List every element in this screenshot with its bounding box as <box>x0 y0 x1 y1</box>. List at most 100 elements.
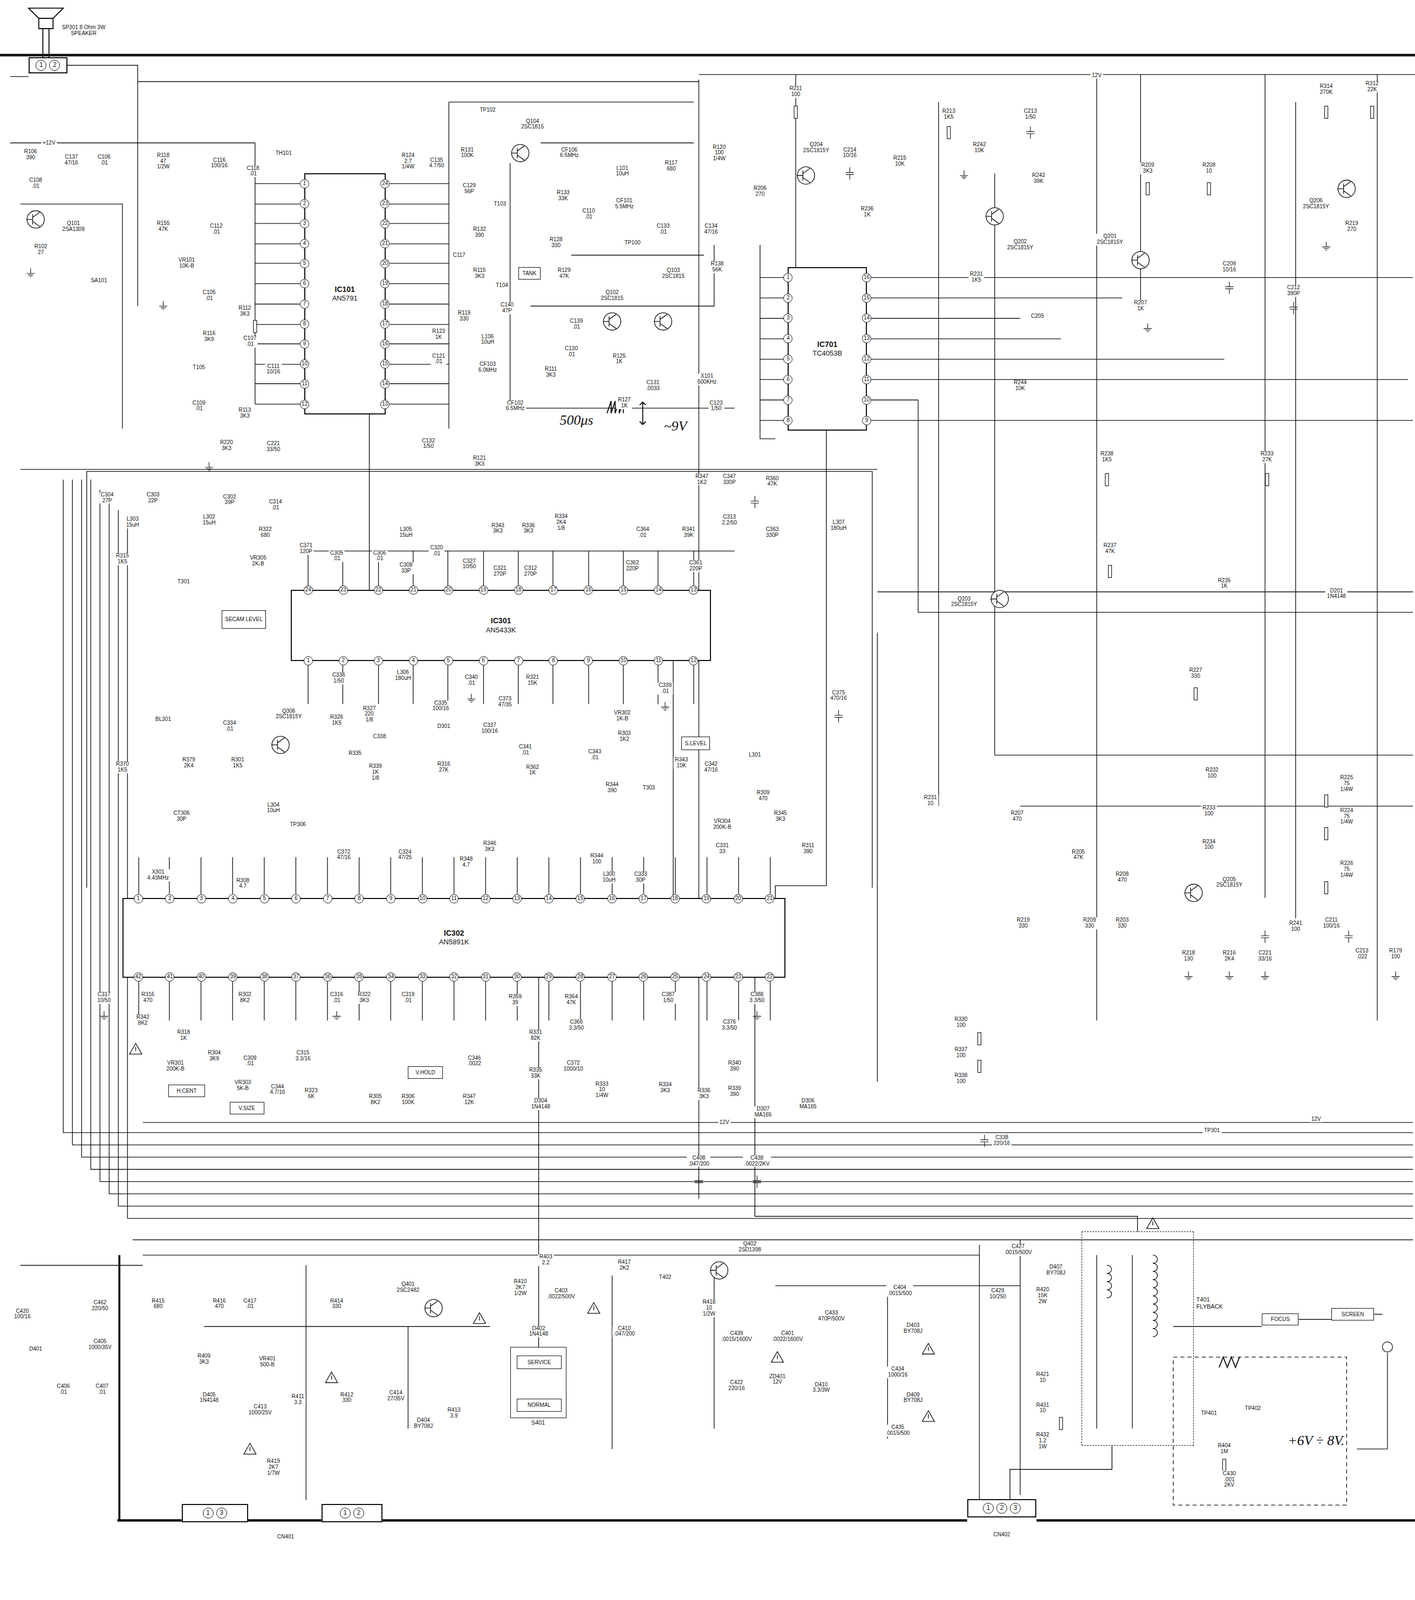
box-label: S.LEVEL <box>684 740 707 747</box>
component-label: R347 1K2 <box>694 473 710 486</box>
pin-number: 20 <box>380 258 390 269</box>
pin-number: 11 <box>653 655 663 666</box>
pin-number: 22 <box>373 585 384 595</box>
ground-symbol <box>960 170 969 179</box>
pin-number: 22 <box>380 219 390 229</box>
component-label: X301 4.43MHz <box>145 869 171 882</box>
box-label: SCREEN <box>1341 1310 1365 1317</box>
component-label: TP306 <box>288 821 308 827</box>
capacitor-symbol <box>1344 930 1353 943</box>
pin-number: 18 <box>380 299 390 309</box>
frame-line <box>118 1254 121 1521</box>
component-label: R111 3K3 <box>543 366 559 379</box>
component-label: R431 10 <box>1034 1402 1051 1414</box>
wire <box>760 244 784 439</box>
component-label: R339 1K 1/8 <box>367 763 384 781</box>
component-label: C406 .01 <box>55 1383 72 1396</box>
transistor-symbol <box>796 166 815 184</box>
wire <box>305 550 735 586</box>
component-label: T103 <box>492 201 508 208</box>
ground-symbol <box>1322 241 1331 250</box>
component-label: R203 330 <box>1114 917 1131 930</box>
component-label: R413 3.9 <box>446 1406 462 1419</box>
component-label: R403 2.2 <box>537 1254 554 1267</box>
pin-number: 5 <box>299 258 310 269</box>
component-label: C373 47/35 <box>496 695 514 708</box>
warning-symbol <box>587 1302 600 1314</box>
component-label: C140 47P <box>498 302 515 314</box>
pin-number: 33 <box>418 972 428 982</box>
warning-symbol <box>1146 1217 1160 1229</box>
box-label: V.SIZE <box>238 1104 256 1111</box>
transistor-symbol <box>26 210 45 228</box>
component-label: R327 220 1/8 <box>361 705 378 723</box>
component-label: R340 390 <box>726 1060 743 1072</box>
pin-number: 25 <box>670 972 680 982</box>
pin-number: 13 <box>688 585 699 595</box>
component-label: L101 10uH <box>614 165 631 178</box>
pin-number: 2 <box>783 293 793 303</box>
component-label: R233 100 <box>1200 805 1217 818</box>
box-label: SECAM LEVEL <box>224 616 263 622</box>
component-label: R220 3K3 <box>218 440 235 453</box>
ground-symbol <box>159 301 168 310</box>
pin-number: 4 <box>783 333 793 344</box>
pin-number: 32 <box>449 972 459 982</box>
pin-number: 1 <box>35 59 47 71</box>
component-label: R232 100 <box>1204 767 1220 780</box>
wire <box>86 471 1413 1082</box>
component-label: Q104 2SC1815 <box>520 118 546 131</box>
pin-number: 16 <box>380 339 390 349</box>
ic-reference: IC301 <box>490 616 511 626</box>
ground-symbol <box>204 462 214 471</box>
pin-number: 3 <box>1009 1502 1021 1514</box>
pin-number: 23 <box>733 972 743 982</box>
pin-number: 17 <box>548 585 558 595</box>
component-label: R336 3K3 <box>520 522 537 535</box>
component-label: L106 10uH <box>479 333 496 346</box>
pin-number: 2 <box>49 59 60 71</box>
component-label: VR304 200K-B <box>711 818 733 831</box>
component-label: C108 .01 <box>28 178 44 190</box>
pin-number: 14 <box>862 313 872 323</box>
component-label: R415 680 <box>150 1297 167 1310</box>
component-label: C304 27P <box>99 491 115 504</box>
pin-number: 17 <box>638 893 648 904</box>
component-label: VR305 2K-B <box>248 555 268 567</box>
component-label: R244 10K <box>1012 379 1029 392</box>
pin-number: 13 <box>380 399 390 409</box>
handwritten-note: ~9V <box>662 419 688 434</box>
wire <box>1173 1314 1388 1449</box>
pin-number: 24 <box>303 585 313 595</box>
component-label: C112 .01 <box>208 223 224 236</box>
component-label: R344 100 <box>589 852 605 865</box>
component-label: R102 27 <box>32 243 49 256</box>
component-label: C117 <box>451 251 468 258</box>
pin-number: 1 <box>783 272 793 283</box>
integrated-circuit: IC701TC4053B12345678910111213141516 <box>787 267 868 431</box>
component-label: ZD401 12V <box>767 1373 788 1386</box>
component-label: TP100 <box>623 240 642 246</box>
component-label: CN402 <box>992 1531 1013 1538</box>
pin-number: 6 <box>783 374 793 385</box>
pin-number: 2 <box>996 1502 1008 1514</box>
component-label: R124 2.7 1/4W <box>400 152 416 170</box>
component-label: D306 MA165 <box>797 1097 818 1110</box>
pin-number: 2 <box>338 655 348 666</box>
component-label: R243 39K <box>1030 172 1047 185</box>
component-label: C438 .0022/2KV <box>742 1154 771 1167</box>
frame-line <box>117 1518 1415 1522</box>
component-label: T301 <box>175 578 191 585</box>
component-label: R409 3K3 <box>196 1352 213 1365</box>
component-label: R420 15K 2W <box>1034 1286 1051 1304</box>
component-label: R128 330 <box>548 236 564 249</box>
component-label: Q101 2SA1309 <box>60 220 87 233</box>
capacitor-symbol <box>694 1174 703 1188</box>
flyback-transformer: T401 FLYBACK <box>1081 1231 1194 1446</box>
component-label: R225 75 1/4W <box>1338 774 1355 792</box>
resistor-symbol <box>1324 794 1328 808</box>
pin-number: 11 <box>862 374 872 385</box>
component-label: C387 1/50 <box>660 992 676 1004</box>
component-label: R416 470 <box>211 1297 228 1310</box>
component-label: C334 .01 <box>221 720 238 733</box>
